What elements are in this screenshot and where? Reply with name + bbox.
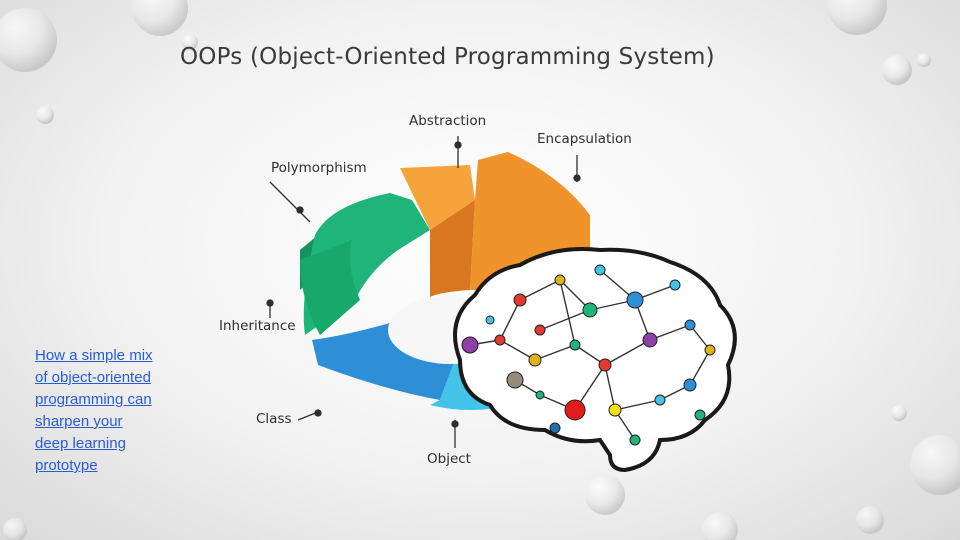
article-link[interactable]: How a simple mix of object-oriented prog… [35, 347, 153, 474]
label-object: Object [427, 451, 471, 467]
label-inheritance: Inheritance [219, 318, 296, 334]
ring-segment-orange-inner [430, 200, 475, 297]
label-encapsulation: Encapsulation [537, 131, 632, 147]
leader-lines [266, 136, 581, 448]
label-polymorphism: Polymorphism [271, 160, 367, 176]
brain-outline [453, 247, 737, 473]
ring-segment-orange [400, 165, 475, 230]
brain-nodes [461, 264, 716, 446]
label-class: Class [256, 411, 292, 427]
ring-segment-green-lower [300, 240, 360, 335]
label-abstraction: Abstraction [409, 113, 487, 129]
slide-title: OOPs (Object-Oriented Programming System… [180, 44, 715, 70]
